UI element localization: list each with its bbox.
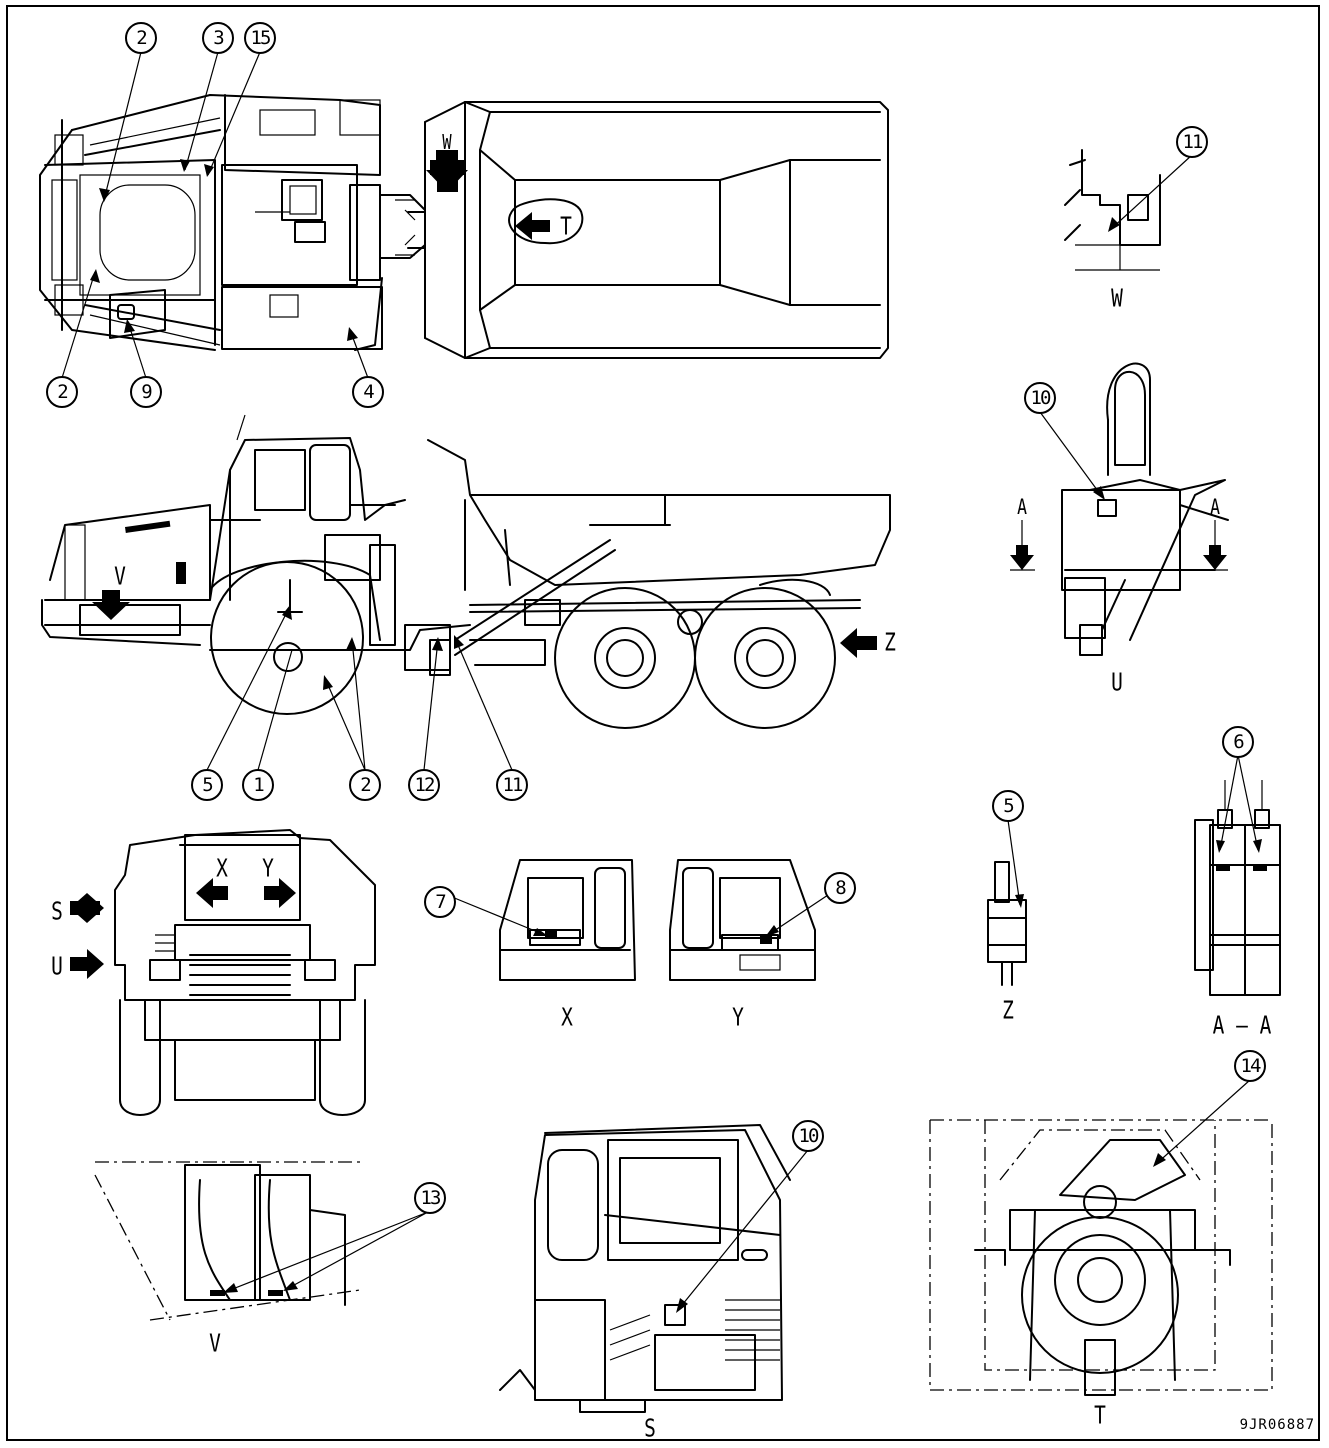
view-t-detail bbox=[929, 1079, 1273, 1396]
callout-12: 12 bbox=[408, 769, 440, 801]
arrow-label-t: T bbox=[560, 211, 572, 241]
callout-2-top: 2 bbox=[125, 22, 157, 54]
arrow-label-z: Z bbox=[884, 627, 896, 657]
callout-1: 1 bbox=[242, 769, 274, 801]
arrow-label-w: W bbox=[442, 130, 452, 154]
view-label-t: T bbox=[1094, 1400, 1106, 1430]
view-y-cab bbox=[669, 859, 829, 981]
side-view-leaders bbox=[206, 605, 513, 771]
callout-15: 15 bbox=[244, 22, 276, 54]
arrow-label-a-right: A bbox=[1210, 495, 1220, 519]
view-label-x: X bbox=[561, 1002, 573, 1032]
callout-8: 8 bbox=[824, 872, 856, 904]
view-label-v: V bbox=[209, 1328, 221, 1358]
view-x-cab bbox=[451, 859, 636, 981]
side-view-truck bbox=[41, 414, 891, 729]
view-label-z: Z bbox=[1002, 995, 1014, 1025]
arrow-label-y: Y bbox=[262, 853, 274, 883]
view-u-detail bbox=[1010, 362, 1229, 656]
arrow-label-u: U bbox=[51, 951, 63, 981]
top-view-leaders bbox=[61, 51, 369, 379]
view-label-u: U bbox=[1111, 667, 1123, 697]
arrow-label-s: S bbox=[51, 896, 63, 926]
drawing-border bbox=[6, 5, 1320, 1441]
arrow-label-x: X bbox=[216, 853, 228, 883]
view-label-s: S bbox=[644, 1413, 656, 1443]
view-label-aa: A – A bbox=[1212, 1010, 1272, 1040]
drawing-code: 9JR06887 bbox=[1239, 1417, 1315, 1433]
view-v-detail bbox=[94, 1161, 429, 1321]
callout-10-s: 10 bbox=[792, 1120, 824, 1152]
callout-2-bottom: 2 bbox=[46, 376, 78, 408]
arrow-label-v: V bbox=[114, 561, 126, 591]
callout-14: 14 bbox=[1234, 1050, 1266, 1082]
callout-13: 13 bbox=[414, 1182, 446, 1214]
arrow-label-a-left: A bbox=[1017, 495, 1027, 519]
callout-11-w: 11 bbox=[1176, 126, 1208, 158]
view-label-w: W bbox=[1111, 283, 1123, 313]
callout-3: 3 bbox=[202, 22, 234, 54]
callout-5-z: 5 bbox=[992, 790, 1024, 822]
callout-6: 6 bbox=[1222, 726, 1254, 758]
callout-7: 7 bbox=[424, 886, 456, 918]
top-view-truck bbox=[39, 94, 889, 359]
view-s-cab bbox=[499, 1124, 809, 1413]
view-aa-detail bbox=[1194, 754, 1281, 996]
callout-4: 4 bbox=[352, 376, 384, 408]
view-label-y: Y bbox=[732, 1002, 744, 1032]
callout-2-side: 2 bbox=[349, 769, 381, 801]
front-view-truck bbox=[70, 829, 376, 1116]
callout-11-side: 11 bbox=[496, 769, 528, 801]
callout-9: 9 bbox=[130, 376, 162, 408]
callout-5-side: 5 bbox=[191, 769, 223, 801]
view-z-detail bbox=[987, 819, 1027, 986]
view-w-detail bbox=[1064, 149, 1193, 271]
callout-10-u: 10 bbox=[1024, 382, 1056, 414]
